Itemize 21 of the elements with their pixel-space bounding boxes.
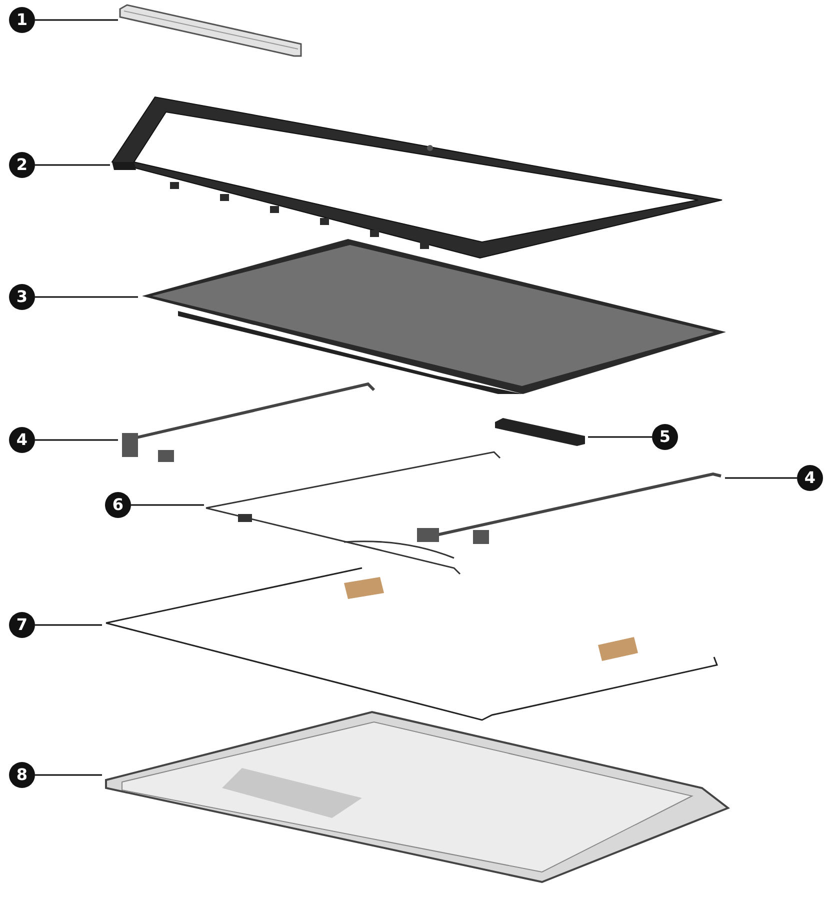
callout-number: 6 bbox=[105, 492, 131, 518]
leader-line bbox=[35, 296, 138, 298]
leader-line bbox=[35, 774, 102, 776]
leader-line bbox=[131, 504, 204, 506]
display-back-cover-drawing bbox=[102, 708, 732, 886]
leader-line bbox=[35, 19, 118, 21]
leader-line bbox=[35, 439, 118, 441]
callout-number: 1 bbox=[9, 7, 35, 33]
callout-number: 8 bbox=[9, 762, 35, 788]
callout-number: 5 bbox=[652, 424, 678, 450]
callout-number: 4 bbox=[797, 465, 823, 491]
callout-number: 3 bbox=[9, 284, 35, 310]
webcam-module-drawing bbox=[493, 416, 588, 448]
leader-line bbox=[35, 624, 102, 626]
callout-number: 7 bbox=[9, 612, 35, 638]
hinge-cover-drawing bbox=[118, 3, 304, 59]
leader-line bbox=[588, 436, 652, 438]
callout-number: 4 bbox=[9, 427, 35, 453]
leader-line bbox=[35, 164, 110, 166]
leader-line bbox=[725, 477, 797, 479]
callout-number: 2 bbox=[9, 152, 35, 178]
